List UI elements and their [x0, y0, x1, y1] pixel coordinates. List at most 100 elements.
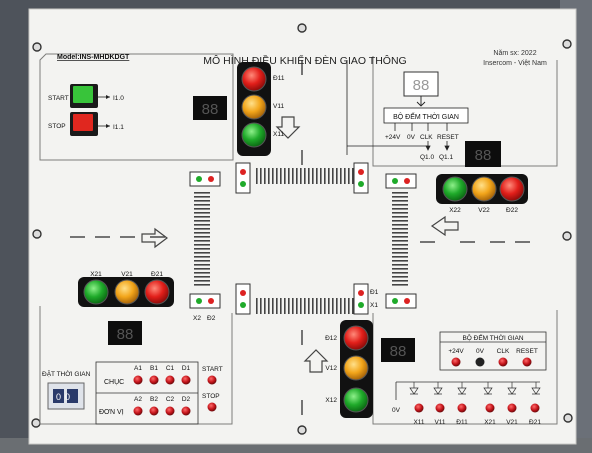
svg-text:00: 00 [56, 392, 74, 402]
corner-lamps [189, 162, 417, 315]
west-yellow-lamp [114, 279, 140, 305]
start-address: I1.0 [113, 95, 124, 102]
svg-text:C1: C1 [166, 365, 175, 372]
panel [28, 8, 577, 445]
svg-text:88: 88 [475, 147, 492, 164]
south-green-label: X12 [325, 397, 337, 404]
board-title: MÔ HÌNH ĐIỀU KHIỂN ĐÈN GIAO THÔNG [203, 54, 406, 67]
corner-d1-label: Đ1 [370, 289, 379, 296]
tens-label: CHỤC [104, 379, 124, 386]
time-stop-label: STOP [202, 393, 220, 400]
time-set-section: ĐẶT THỜI GIAN 00 CHỤC ĐƠN VỊ A1 B1 C1 D1… [42, 361, 223, 425]
west-yellow-label: V21 [121, 271, 133, 278]
counter-top-0v: 0V [407, 134, 416, 141]
south-red-lamp [343, 325, 369, 351]
south-green-lamp [343, 387, 369, 413]
svg-text:88: 88 [390, 343, 407, 360]
jack-a2[interactable] [133, 406, 143, 416]
display-top-left: 88 [193, 96, 227, 120]
east-yellow-lamp [471, 176, 497, 202]
west-green-label: X21 [90, 271, 102, 278]
model-label: Model:INS-MHDKDGT [57, 54, 130, 61]
output-jacks: 0V X11 V11 Đ11 X21 V21 Đ21 [392, 381, 541, 426]
jack-d1[interactable] [181, 375, 191, 385]
jack-out-x11[interactable] [414, 403, 424, 413]
svg-text:88: 88 [117, 326, 134, 343]
lane-markings [70, 60, 530, 415]
svg-text:88: 88 [202, 101, 219, 118]
svg-text:D1: D1 [182, 365, 191, 372]
jack-out-v11[interactable] [435, 403, 445, 413]
direction-arrows [141, 116, 459, 373]
svg-text:Đ21: Đ21 [529, 419, 541, 426]
time-set-label: ĐẶT THỜI GIAN [42, 369, 91, 378]
west-red-lamp [144, 279, 170, 305]
stop-label: STOP [48, 123, 66, 130]
output-0v-label: 0V [392, 407, 401, 414]
arrow-right-icon [141, 227, 168, 249]
counter-top-24v: +24V [385, 134, 401, 141]
west-red-label: Đ21 [151, 271, 163, 278]
svg-text:C2: C2 [166, 396, 175, 403]
svg-text:+24V: +24V [448, 348, 464, 355]
svg-text:B1: B1 [150, 365, 158, 372]
south-red-label: Đ12 [325, 335, 337, 342]
jack-out-d11[interactable] [457, 403, 467, 413]
jack-c1[interactable] [165, 375, 175, 385]
svg-text:D2: D2 [182, 396, 191, 403]
svg-text:RESET: RESET [516, 348, 538, 355]
jack-c2[interactable] [165, 406, 175, 416]
jack-d2[interactable] [181, 406, 191, 416]
svg-text:Đ11: Đ11 [456, 419, 468, 426]
counter-top-reset: RESET [437, 134, 459, 141]
east-yellow-label: V22 [478, 207, 490, 214]
south-yellow-label: V12 [325, 365, 337, 372]
counter-top-q10: Q1.0 [420, 154, 434, 161]
jack-counter-clk[interactable] [498, 357, 508, 367]
start-control: START I1.0 [48, 84, 124, 108]
counter-top-title: BỘ ĐẾM THỜI GIAN [393, 111, 459, 121]
jack-b1[interactable] [149, 375, 159, 385]
mounting-screws [31, 23, 573, 435]
corner-d2-label: Đ2 [207, 315, 216, 322]
jack-counter-0v[interactable] [475, 357, 485, 367]
start-label: START [48, 95, 69, 102]
north-yellow-lamp [241, 94, 267, 120]
jack-out-d21[interactable] [530, 403, 540, 413]
svg-text:X11: X11 [413, 419, 424, 426]
arrow-left-icon [430, 215, 459, 237]
north-green-lamp [241, 122, 267, 148]
jack-b2[interactable] [149, 406, 159, 416]
jack-out-x21[interactable] [485, 403, 495, 413]
counter-bottom: BỘ ĐẾM THỜI GIAN +24V 0V CLK RESET [439, 331, 547, 371]
svg-text:CLK: CLK [497, 348, 510, 355]
svg-text:A1: A1 [134, 365, 142, 372]
north-yellow-label: V11 [273, 103, 284, 110]
east-green-lamp [442, 176, 468, 202]
counter-bottom-title: BỘ ĐẾM THỜI GIAN [462, 332, 523, 342]
traffic-light-east: X22 V22 Đ22 [436, 174, 528, 214]
svg-text:88: 88 [413, 77, 430, 94]
jack-time-start[interactable] [207, 375, 217, 385]
west-green-lamp [83, 279, 109, 305]
arrow-up-icon [303, 349, 329, 373]
counter-top-q11: Q1.1 [439, 154, 453, 161]
corner-x2-label: X2 [193, 315, 201, 322]
arrow-down-icon [275, 116, 301, 139]
maker-label: Insercom - Việt Nam [483, 60, 547, 67]
display-top-center: 88 [403, 71, 439, 97]
traffic-light-north: Đ11 V11 X11 [237, 62, 285, 156]
stop-address: I1.1 [113, 124, 124, 131]
east-red-label: Đ22 [506, 207, 518, 214]
counter-top-clk: CLK [420, 134, 433, 141]
jack-a1[interactable] [133, 375, 143, 385]
east-green-label: X22 [449, 207, 461, 214]
zebra-crossings [194, 168, 408, 314]
jack-counter-24v[interactable] [451, 357, 461, 367]
traffic-light-south: Đ12 V12 X12 [325, 320, 373, 418]
jack-time-stop[interactable] [207, 402, 217, 412]
svg-text:A2: A2 [134, 396, 142, 403]
jack-out-v21[interactable] [507, 403, 517, 413]
jack-counter-reset[interactable] [522, 357, 532, 367]
